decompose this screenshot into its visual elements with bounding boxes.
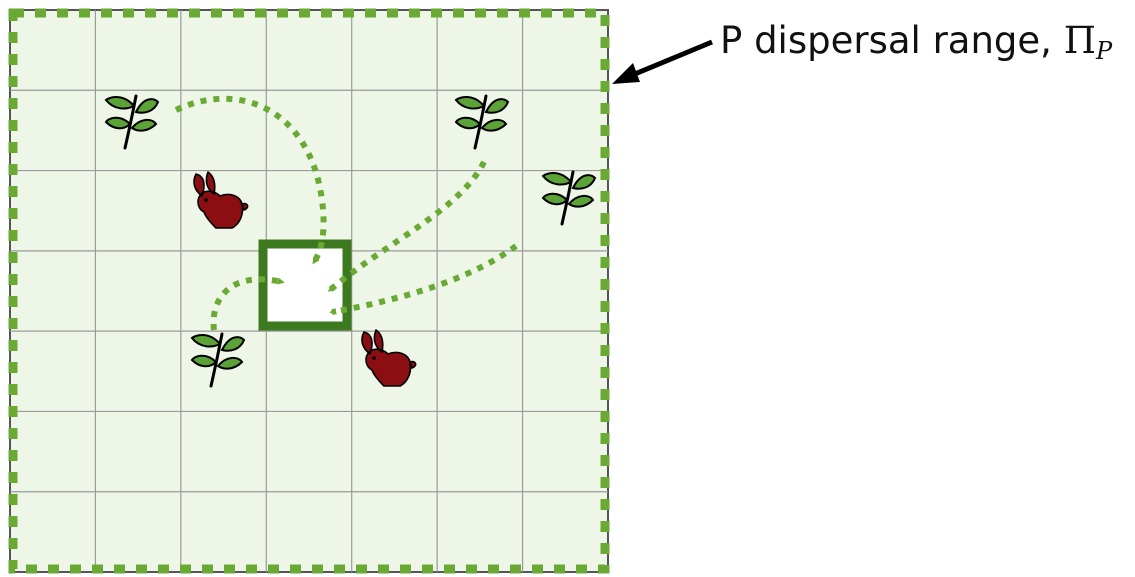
dispersal-arrow-4 [210,276,285,331]
pi-symbol: Π [1063,19,1096,62]
pointer-arrow [612,39,713,84]
dispersal-arrows [174,95,518,331]
dispersal-range-label: P dispersal range, ΠP [720,22,1112,63]
dispersal-range-border [8,8,610,574]
pi-subscript: P [1095,37,1113,65]
dispersal-arrow-2 [327,160,487,293]
label-prefix: P dispersal range, [720,19,1064,62]
dispersal-arrow-3 [329,243,518,315]
